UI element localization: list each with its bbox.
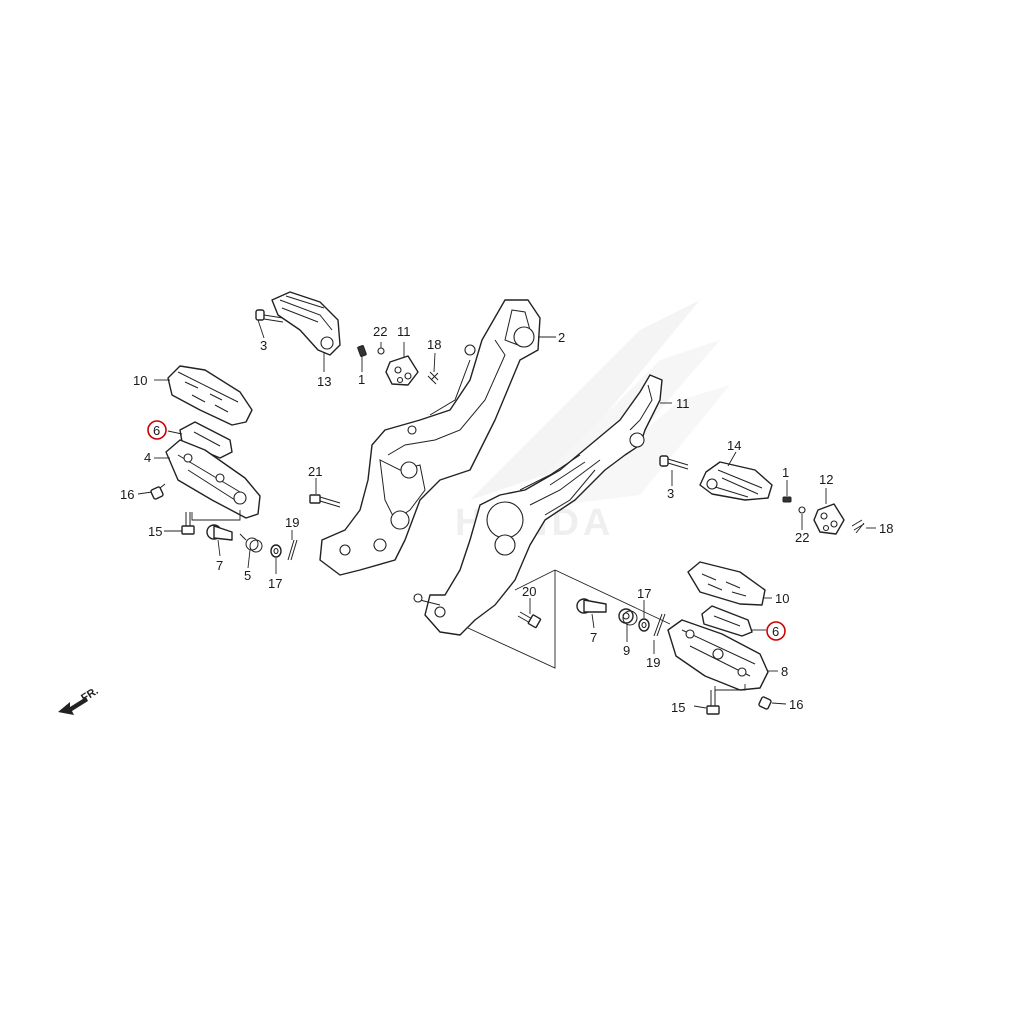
washer-22-left: [377, 347, 385, 355]
pin-1-right: [782, 496, 792, 503]
plate-12: [813, 503, 845, 535]
step-rubber-10-left: [167, 365, 253, 426]
plate-6-right: [701, 605, 753, 637]
pin-1-left: [357, 345, 367, 357]
right-step-bar-14: [699, 461, 773, 501]
callout-19-left: 19: [285, 515, 299, 530]
callout-3-right: 3: [667, 486, 674, 501]
right-step-holder: [413, 374, 663, 636]
pin-7-left: [206, 524, 233, 541]
spring-pin-18-left: [427, 371, 439, 385]
callout-13: 13: [317, 374, 331, 389]
callout-4: 4: [144, 450, 151, 465]
step-rubber-10-right: [687, 561, 766, 606]
bolt-20: [517, 611, 542, 629]
cotter-pin-19-left: [287, 539, 298, 561]
plate-11-left: [385, 355, 419, 386]
washer-22-right: [798, 506, 806, 514]
callout-12: 12: [819, 472, 833, 487]
callout-9: 9: [623, 643, 630, 658]
callout-14: 14: [727, 438, 741, 453]
spring-5: [239, 533, 263, 553]
callout-19-right: 19: [646, 655, 660, 670]
callout-15-left: 15: [148, 524, 162, 539]
callout-21: 21: [308, 464, 322, 479]
bolt-15-left: [181, 512, 195, 535]
bolt-16-right: [758, 696, 772, 710]
callout-5: 5: [244, 568, 251, 583]
bolt-21: [309, 494, 341, 508]
callout-10-right: 10: [775, 591, 789, 606]
callout-20: 20: [522, 584, 536, 599]
callout-22-right: 22: [795, 530, 809, 545]
callout-17-right: 17: [637, 586, 651, 601]
left-step-holder: [319, 299, 541, 576]
front-arrow: FR.: [58, 685, 101, 715]
cotter-pin-19-right: [653, 613, 666, 637]
highlight-circle-6-left: [147, 420, 167, 440]
callout-7-right: 7: [590, 630, 597, 645]
left-step-bar-13: [271, 291, 341, 356]
callout-22-left: 22: [373, 324, 387, 339]
callout-8: 8: [781, 664, 788, 679]
front-arrow-icon: [58, 697, 88, 715]
callout-3-left: 3: [260, 338, 267, 353]
callout-10-left: 10: [133, 373, 147, 388]
callout-16-right: 16: [789, 697, 803, 712]
callout-1-left: 1: [358, 372, 365, 387]
callout-11-right: 11: [676, 396, 690, 411]
washer-17-left: [270, 544, 282, 558]
callout-6-right: 6: [772, 624, 779, 639]
bolt-15-right: [706, 690, 720, 715]
callout-7-left: 7: [216, 558, 223, 573]
highlight-circle-6-right: [766, 621, 786, 641]
step-8-right: [667, 619, 769, 691]
washer-17-right: [638, 618, 650, 632]
callout-17-left: 17: [268, 576, 282, 591]
callout-1-right: 1: [782, 465, 789, 480]
bolt-3-right: [659, 455, 689, 470]
callout-11-left: 11: [397, 324, 411, 339]
bolt-3-left: [255, 309, 284, 323]
callout-2: 2: [558, 330, 565, 345]
pin-7-right: [576, 598, 607, 614]
leader-lines: [137, 319, 876, 709]
callout-6-left: 6: [153, 423, 160, 438]
callout-15-right: 15: [671, 700, 685, 715]
callout-labels: 2 3 13 1 22 11 18 10 6 4 16 15 7 5 17 19…: [120, 324, 893, 715]
step-4-left: [165, 439, 261, 519]
washer-9: [618, 608, 638, 626]
bolt-16-left: [150, 483, 166, 500]
callout-18-left: 18: [427, 337, 441, 352]
callout-18-right: 18: [879, 521, 893, 536]
spring-pin-18-right: [851, 519, 865, 534]
callout-16-left: 16: [120, 487, 134, 502]
